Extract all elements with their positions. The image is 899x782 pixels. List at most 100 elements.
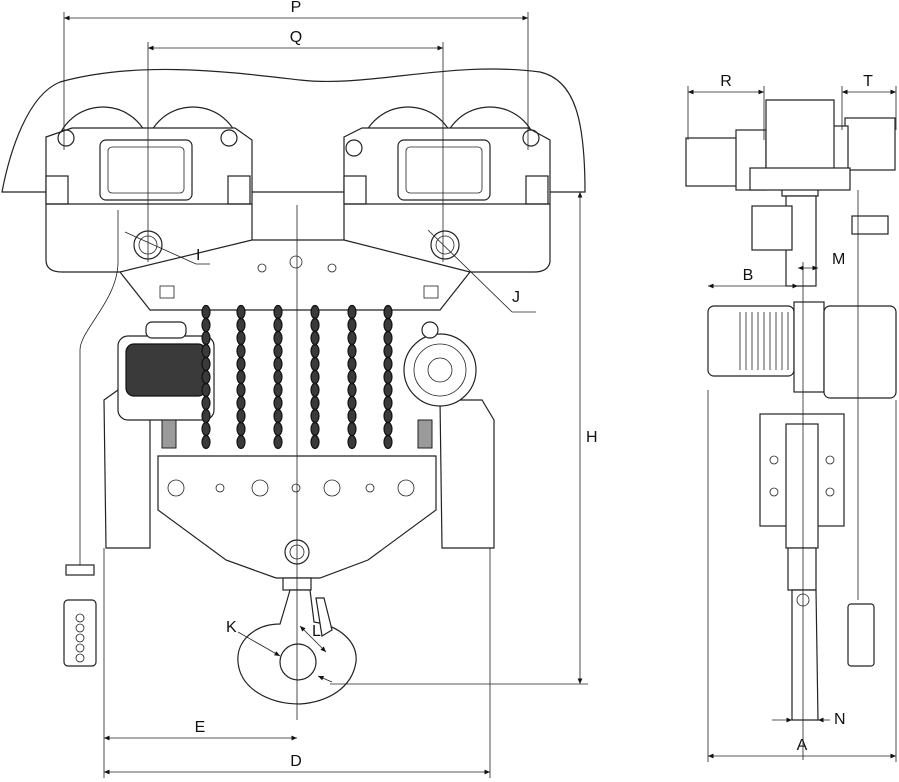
chain-link	[273, 343, 283, 359]
chain-link	[273, 356, 283, 372]
chain-link	[236, 369, 246, 385]
chain-link	[310, 356, 320, 372]
label-b: B	[743, 267, 754, 284]
bolt	[220, 129, 238, 147]
pendant-button	[75, 623, 85, 633]
chain-link	[273, 330, 283, 346]
motor-cap	[421, 321, 439, 339]
chain-link	[236, 395, 246, 411]
block-hole	[215, 483, 225, 493]
block-hole	[251, 479, 269, 497]
chain-link	[383, 356, 393, 372]
chain-link	[383, 408, 393, 424]
connecting-plate	[118, 239, 472, 311]
label-a: A	[797, 737, 808, 754]
chain-link	[310, 330, 320, 346]
hoist-side-right	[439, 399, 495, 549]
chain-link	[310, 317, 320, 333]
label-m: M	[832, 251, 845, 268]
block-hole	[397, 479, 415, 497]
chain-link	[201, 421, 211, 437]
label-p: P	[291, 0, 302, 16]
chain-link	[347, 369, 357, 385]
block-hole	[365, 483, 375, 493]
chain-link	[236, 304, 246, 320]
bracket	[851, 215, 889, 235]
label-l: L	[312, 623, 321, 640]
trolley-frame-side	[749, 167, 851, 191]
chain-link	[347, 356, 357, 372]
block-hole	[323, 479, 341, 497]
trolley-motor-inner	[107, 146, 185, 194]
pin	[423, 285, 439, 299]
chain-link	[236, 434, 246, 450]
chain-link	[347, 317, 357, 333]
chain-link	[347, 434, 357, 450]
label-j: J	[512, 289, 520, 306]
bolt	[825, 455, 835, 465]
chain-link	[383, 343, 393, 359]
bolt	[825, 487, 835, 497]
chain-link	[310, 304, 320, 320]
bolt	[769, 487, 779, 497]
label-d: D	[290, 753, 302, 770]
leader-i	[124, 231, 197, 265]
chain-link	[201, 369, 211, 385]
beam-outline	[1, 68, 586, 193]
chain-link	[236, 317, 246, 333]
chain-link	[273, 434, 283, 450]
spring	[417, 419, 433, 449]
label-t: T	[863, 73, 873, 90]
chain-link	[383, 330, 393, 346]
label-i: I	[196, 247, 200, 264]
chain-link	[383, 421, 393, 437]
chain-link	[201, 304, 211, 320]
wheel-block	[227, 175, 251, 205]
chain-link	[310, 408, 320, 424]
chain-link	[236, 421, 246, 437]
pin	[159, 285, 175, 299]
block-hole	[167, 479, 185, 497]
pendant	[63, 599, 97, 667]
chain-link	[347, 343, 357, 359]
hoist-motor-side	[707, 305, 795, 377]
hook-latch	[315, 597, 333, 637]
springs	[161, 419, 433, 449]
pendant-button	[75, 613, 85, 623]
chain-link	[273, 304, 283, 320]
trolley-motor-box	[397, 139, 491, 201]
chain-link	[273, 382, 283, 398]
leader-j	[427, 229, 513, 313]
front-dimensions: P Q I J H K L E D	[63, 0, 598, 778]
hook-shank-side	[787, 547, 817, 591]
chain-link	[347, 421, 357, 437]
label-k: K	[226, 619, 237, 636]
chain-link	[310, 421, 320, 437]
trolley-motor-inner	[405, 146, 483, 194]
chain-link	[310, 369, 320, 385]
chain-link	[383, 434, 393, 450]
bolt	[345, 139, 363, 157]
roller-j	[430, 230, 460, 260]
wheel-block	[525, 175, 549, 205]
hook-side	[791, 589, 819, 721]
pendant-cap	[65, 564, 95, 576]
control-box-lug	[145, 321, 187, 339]
dim-line-k	[237, 631, 281, 657]
bolt	[522, 129, 540, 147]
chain-link	[201, 356, 211, 372]
chain-link	[201, 330, 211, 346]
chain-link	[236, 330, 246, 346]
roller-j-inner	[435, 235, 455, 255]
chain-link	[236, 382, 246, 398]
hoist-center-side	[793, 301, 825, 393]
pendant-cable	[79, 210, 119, 565]
control-box-window	[125, 343, 207, 397]
side-dimensions: R T B M N A	[687, 73, 897, 762]
dim-line-l	[299, 625, 327, 653]
chain-link	[273, 395, 283, 411]
chain-link	[201, 434, 211, 450]
chain-link	[201, 317, 211, 333]
dim-line-k2	[317, 675, 333, 683]
label-h: H	[586, 429, 598, 446]
